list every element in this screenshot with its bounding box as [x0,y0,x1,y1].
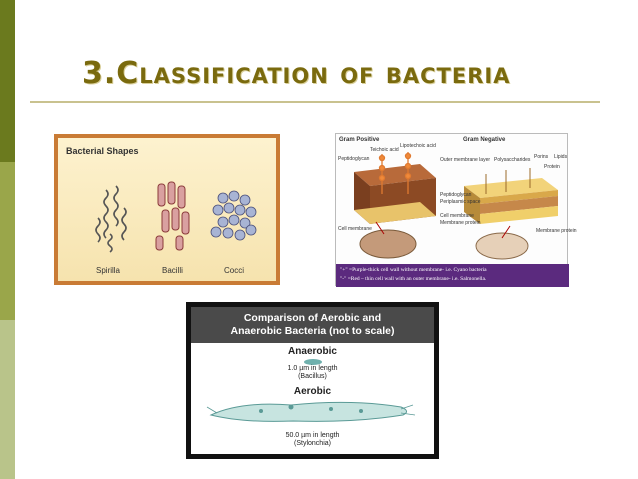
bacterial-shapes-title: Bacterial Shapes [66,146,139,156]
label-cell-membrane-right: Cell membrane [440,213,474,219]
label-cell-membrane-left: Cell membrane [338,226,372,232]
gram-caption-line-2: "-" =Red – thin cell wall with an outer … [340,276,487,282]
label-polysaccharides: Polysaccharides [494,157,531,163]
aerobic-label: Aerobic [293,386,332,397]
label-peptidoglycan-left: Peptidoglycan [338,156,370,162]
label-teichoic-acid: Teichoic acid [370,147,399,153]
heading-line-1: Comparison of Aerobic and [243,312,382,324]
gram-caption-line-1: "+" =Purple-thick cell wall without memb… [340,267,487,273]
label-porins: Porins [534,154,549,160]
left-accent-bar [0,0,15,479]
aerobic-comparison-panel: Comparison of Aerobic and Anaerobic Bact… [186,302,439,459]
gram-negative-header: Gram Negative [463,137,506,143]
aerobic-example: (Stylonchia) [294,440,331,447]
slide-title: 3.Classification of bacteria [82,56,511,91]
label-lipoteichoic-acid: Lipotechoic acid [400,143,436,149]
anaerobic-example: (Bacillus) [298,373,327,380]
gram-positive-header: Gram Positive [339,137,380,143]
anaerobic-label: Anaerobic [288,346,337,357]
cell-wall-diagram [354,152,558,260]
label-spirilla: Spirilla [96,266,121,275]
gram-caption: "+" =Purple-thick cell wall without memb… [336,264,569,287]
label-periplasmic-space: Periplasmic space [440,199,481,205]
label-cocci: Cocci [224,266,245,275]
label-peptidoglycan-right: Peptidoglycan [440,192,472,198]
label-membrane-protein-right: Membrane protein [536,228,577,234]
title-divider [30,101,600,103]
label-membrane-protein-center: Membrane protein [440,220,481,226]
accent-segment-middle [0,162,15,320]
bacterial-shapes-panel: Bacterial Shapes Spirilla [54,134,280,285]
bacterial-shapes-illustration [95,181,257,253]
gram-stain-panel: Gram Positive Gram Negative Teichoic aci… [335,133,577,287]
label-outer-membrane: Outer membrane layer [440,157,491,163]
label-protein: Protein [544,164,560,170]
aerobic-size: 50.0 µm in length [285,432,340,439]
heading-line-2: Anaerobic Bacteria (not to scale) [230,325,395,337]
organism-illustrations [206,359,416,422]
anaerobic-size: 1.0 µm in length [287,365,338,372]
label-lipids: Lipids [554,154,568,160]
label-bacilli: Bacilli [162,266,183,275]
aerobic-comparison-heading: Comparison of Aerobic and Anaerobic Bact… [191,307,434,343]
aerobic-comparison-inner: Comparison of Aerobic and Anaerobic Bact… [191,307,434,454]
accent-segment-top [0,0,15,162]
